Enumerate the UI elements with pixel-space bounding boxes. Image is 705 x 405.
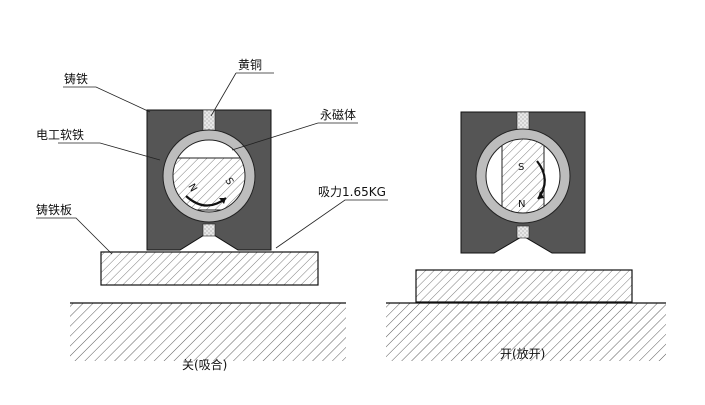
pole-s-left: S [222, 176, 235, 187]
label-brass: 黄铜 [238, 57, 262, 72]
pole-n-left: N [185, 182, 198, 194]
ground-right [386, 302, 666, 361]
cast-iron-plate-right [415, 269, 633, 303]
leaders-left [36, 72, 388, 255]
label-suction: 吸力1.65KG [318, 185, 386, 199]
brass-insert-bottom-left [202, 223, 216, 237]
brass-insert-bottom-right [516, 225, 530, 239]
label-cast-iron: 铸铁 [64, 71, 88, 86]
label-soft-iron: 电工软铁 [36, 128, 84, 142]
caption-on: 开(放开) [500, 346, 545, 361]
caption-off: 关(吸合) [182, 357, 227, 372]
label-permanent-magnet: 永磁体 [320, 107, 356, 122]
left-assembly: N S [70, 109, 346, 361]
pole-s-right: S [518, 162, 524, 173]
ground-left [70, 302, 346, 361]
right-assembly: S N [386, 111, 666, 361]
cast-iron-plate-left [100, 251, 319, 286]
pole-n-right: N [518, 199, 525, 210]
label-cast-iron-plate: 铸铁板 [36, 202, 72, 217]
